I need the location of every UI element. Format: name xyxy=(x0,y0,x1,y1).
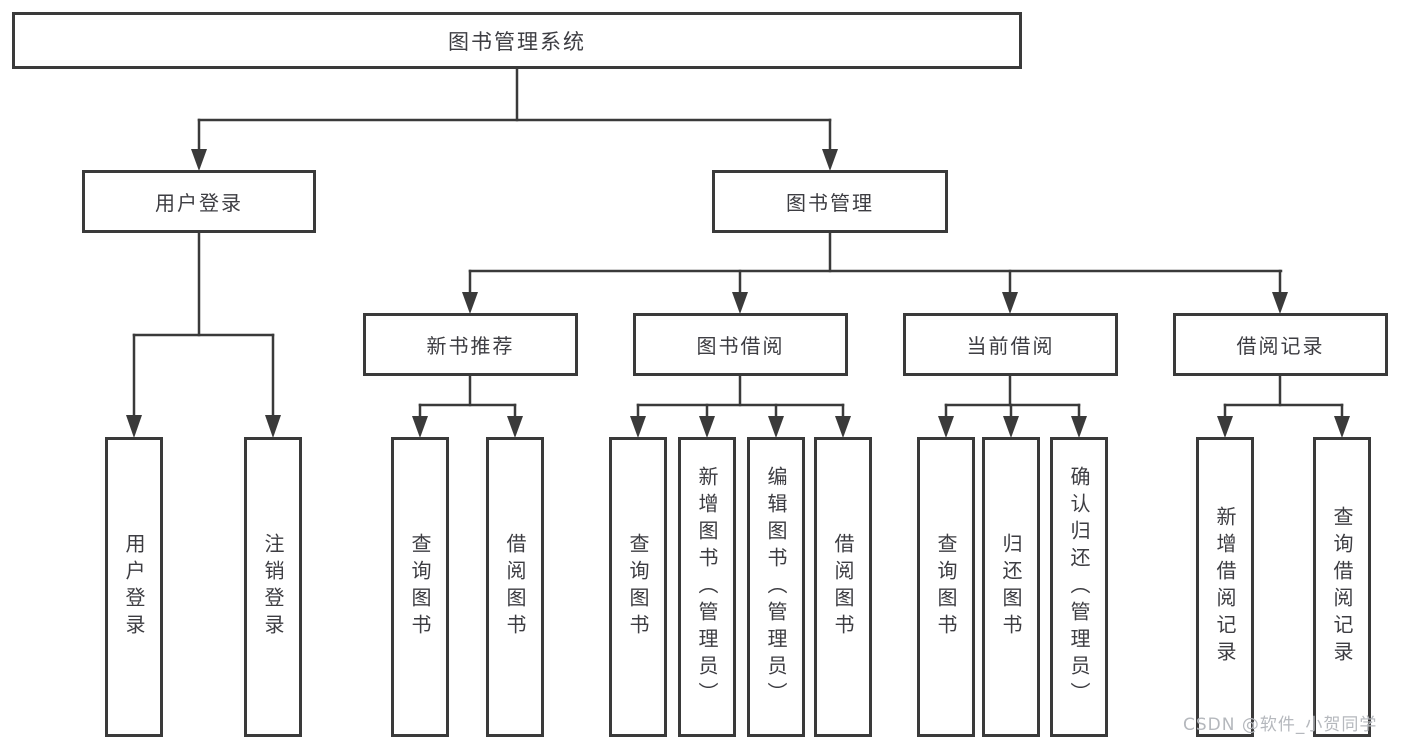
node-borrow-records: 借阅记录 xyxy=(1173,313,1388,376)
leaf-edit-book-admin: 编辑图书（管理员） xyxy=(747,437,805,737)
leaf-add-book-admin: 新增图书（管理员） xyxy=(678,437,736,737)
node-book-borrow: 图书借阅 xyxy=(633,313,848,376)
leaf-confirm-return-admin: 确认归还（管理员） xyxy=(1050,437,1108,737)
leaf-query-books-borrow: 查询图书 xyxy=(609,437,667,737)
watermark-text: CSDN @软件_小贺同学 xyxy=(1183,715,1378,735)
node-new-book-recommend: 新书推荐 xyxy=(363,313,578,376)
leaf-query-books-current: 查询图书 xyxy=(917,437,975,737)
leaf-borrow-books: 借阅图书 xyxy=(814,437,872,737)
node-root: 图书管理系统 xyxy=(12,12,1022,69)
leaf-user-login: 用户登录 xyxy=(105,437,163,737)
leaf-logout: 注销登录 xyxy=(244,437,302,737)
node-user-login: 用户登录 xyxy=(82,170,316,233)
leaf-return-book: 归还图书 xyxy=(982,437,1040,737)
leaf-query-books-recommend: 查询图书 xyxy=(391,437,449,737)
leaf-borrow-books-recommend: 借阅图书 xyxy=(486,437,544,737)
leaf-add-borrow-record: 新增借阅记录 xyxy=(1196,437,1254,737)
node-current-borrow: 当前借阅 xyxy=(903,313,1118,376)
leaf-query-borrow-record: 查询借阅记录 xyxy=(1313,437,1371,737)
node-book-management: 图书管理 xyxy=(712,170,948,233)
